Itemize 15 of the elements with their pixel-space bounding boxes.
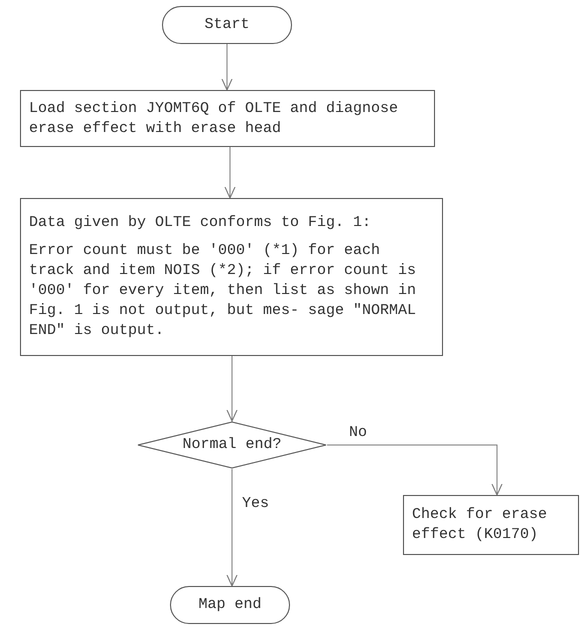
process-box xyxy=(20,198,443,356)
arrow xyxy=(226,468,238,586)
process-text: Error count must be '000' (*1) for each track and item NOIS (*2); if error count is '000' for every item, then list as shown in Fig. 1 is not output, but mes- sage "NORMAL END" is output. xyxy=(29,241,418,341)
arrow xyxy=(222,44,232,90)
process-text: Load section JYOMT6Q of OLTE and diagnose erase effect with erase head xyxy=(29,98,400,138)
arrow xyxy=(326,444,502,496)
process-box xyxy=(20,90,435,147)
process-text: Data given by OLTE conforms to Fig. 1: xyxy=(29,213,372,233)
process-text: Check for erase effect (K0170) xyxy=(412,505,548,545)
terminal-label: Start xyxy=(204,15,250,35)
arrow xyxy=(224,146,236,198)
process-box xyxy=(403,495,579,555)
decision-text: Normal end? xyxy=(182,436,282,454)
terminal-label: Map end xyxy=(198,595,262,615)
arrow xyxy=(226,356,238,422)
